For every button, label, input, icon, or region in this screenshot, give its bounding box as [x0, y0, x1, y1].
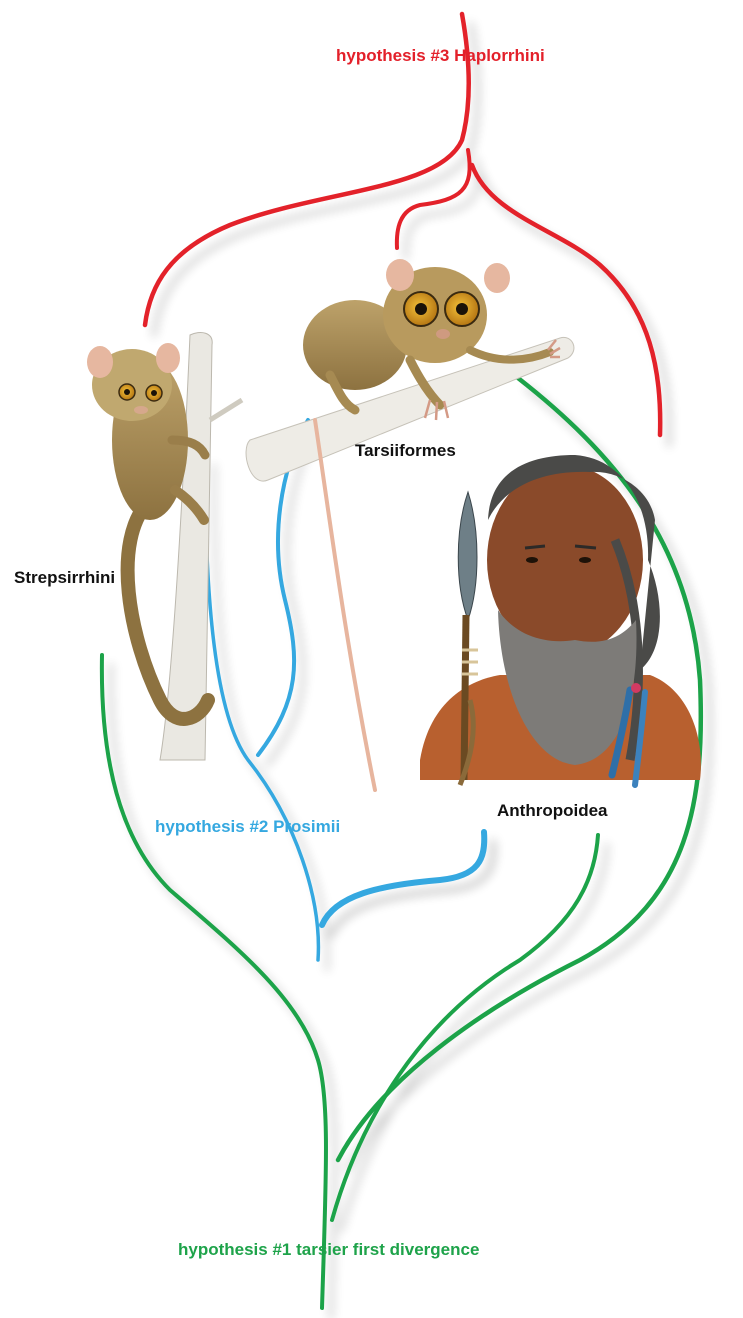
hypothesis-3-label: hypothesis #3 Haplorrhini: [336, 46, 545, 66]
hypothesis-2-label: hypothesis #2 Prosimii: [155, 817, 340, 837]
hypothesis-2-tree: [205, 420, 484, 960]
strepsirrhini-label: Strepsirrhini: [14, 568, 115, 588]
anthropoidea-label: Anthropoidea: [497, 801, 608, 821]
hypothesis-3-tree: [145, 14, 660, 435]
hypothesis-1-label: hypothesis #1 tarsier first divergence: [178, 1240, 479, 1260]
anthropoid-man-illustration: [420, 455, 701, 785]
tarsiiformes-label: Tarsiiformes: [355, 441, 456, 461]
mouse-lemur-illustration: [87, 332, 242, 760]
